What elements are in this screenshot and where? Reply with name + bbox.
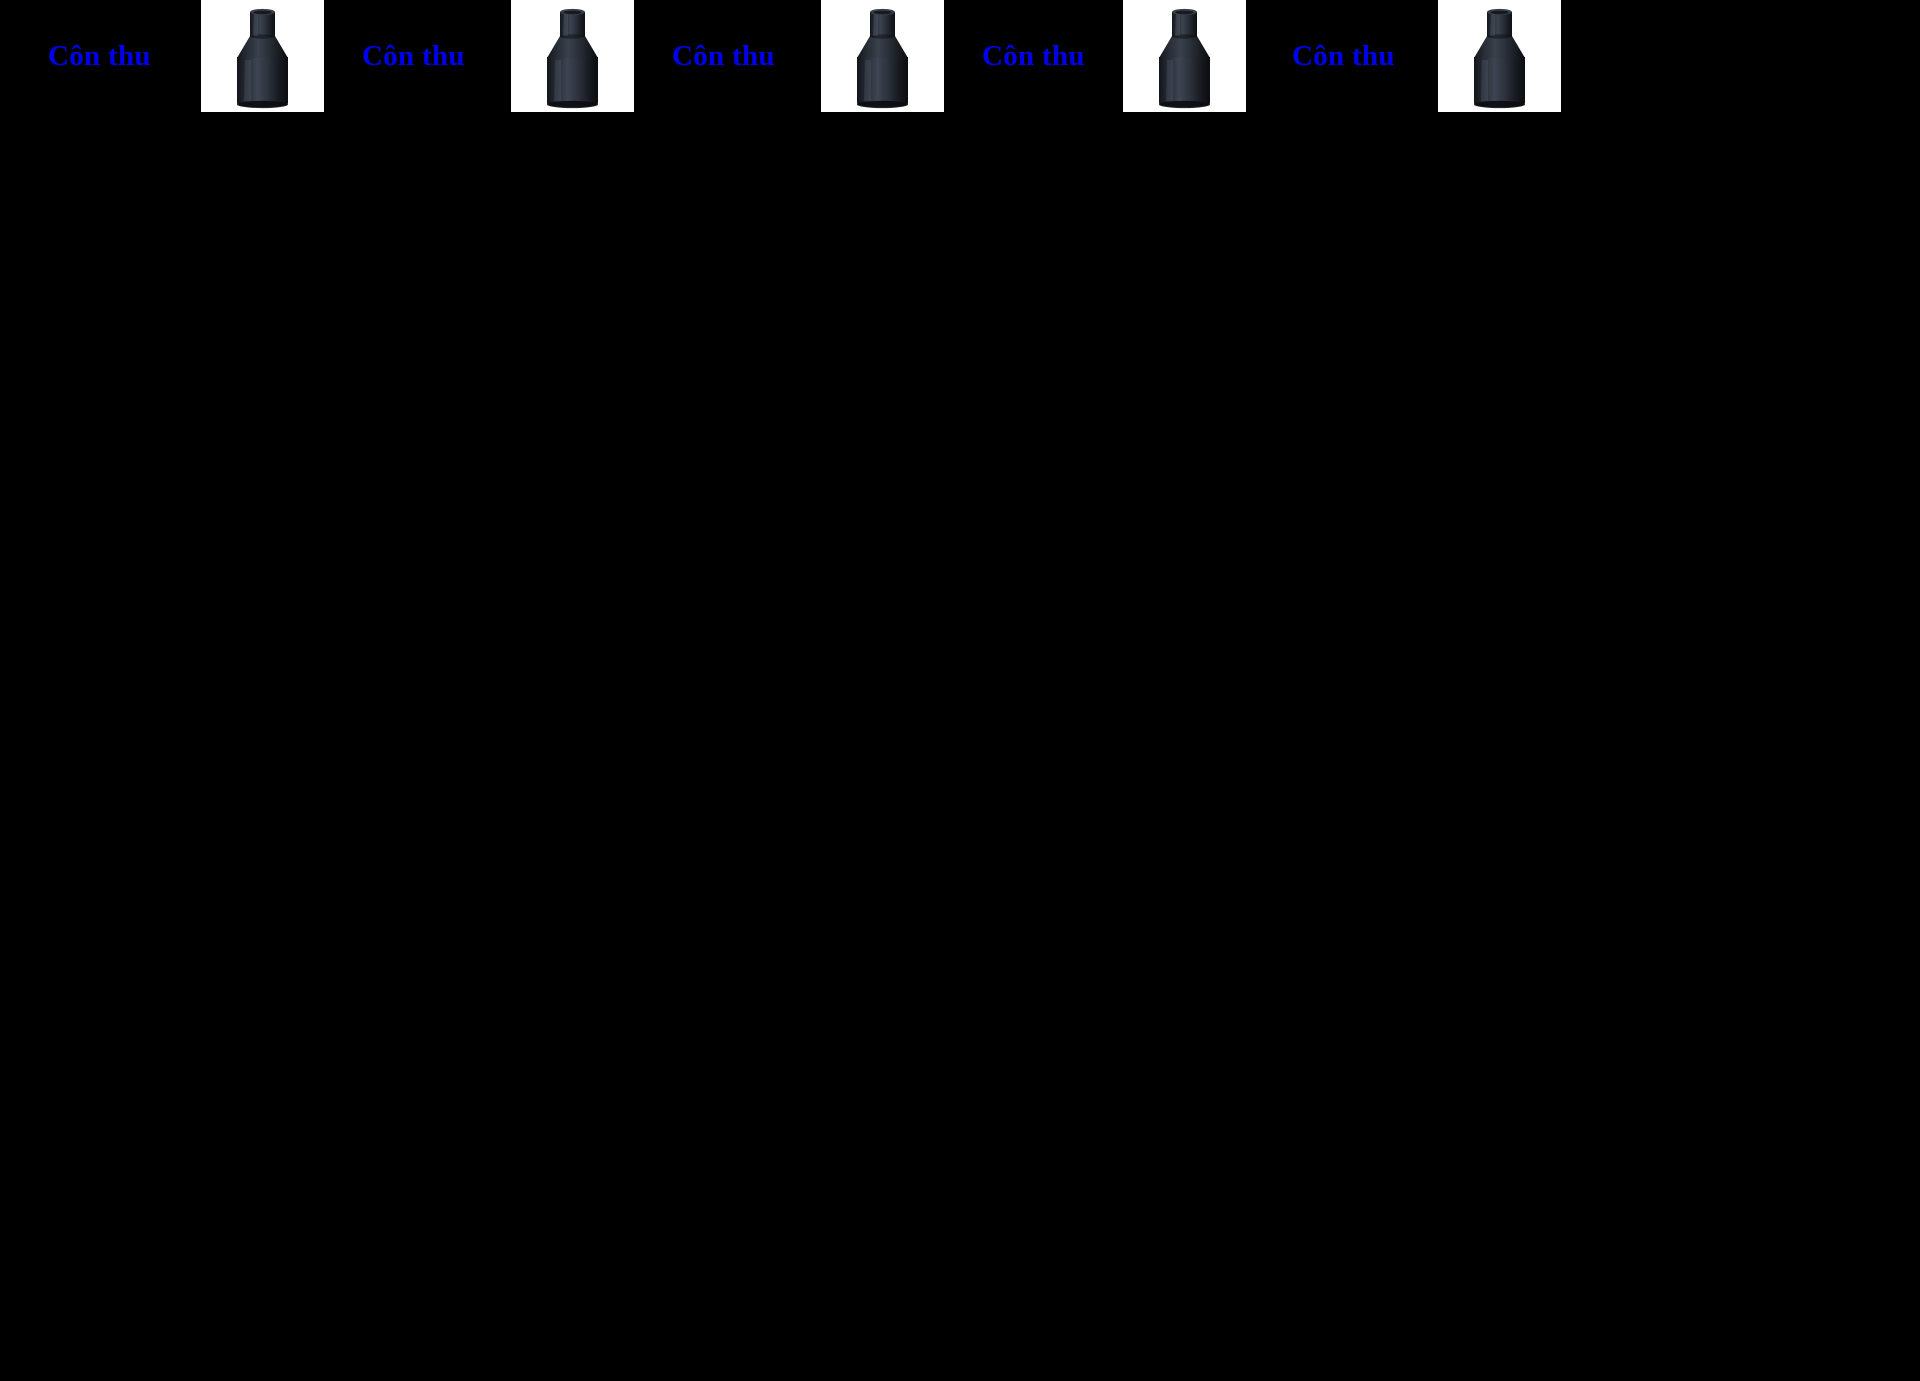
empty-content-area: [0, 112, 1920, 1381]
product-thumbnail-1[interactable]: [201, 0, 324, 112]
product-item-4: Côn thu: [0, 0, 1920, 112]
product-label-link-3[interactable]: Côn thu: [672, 39, 775, 72]
product-label-link-2[interactable]: Côn thu: [362, 39, 465, 72]
product-row: Côn thu: [0, 0, 1920, 112]
product-item-2: Côn thu: [0, 0, 1920, 112]
product-thumbnail-5[interactable]: [1438, 0, 1561, 112]
product-item-5: Côn thu: [0, 0, 1920, 112]
product-label-link-5[interactable]: Côn thu: [1292, 39, 1395, 72]
reducer-pipe-fitting-icon: [821, 0, 944, 112]
product-label-link-4[interactable]: Côn thu: [982, 39, 1085, 72]
reducer-pipe-fitting-icon: [1123, 0, 1246, 112]
product-item-3: Côn thu: [0, 0, 1920, 112]
product-label-link-1[interactable]: Côn thu: [48, 39, 151, 72]
reducer-pipe-fitting-icon: [511, 0, 634, 112]
product-item-1: Côn thu: [0, 0, 1920, 112]
product-thumbnail-3[interactable]: [821, 0, 944, 112]
product-thumbnail-2[interactable]: [511, 0, 634, 112]
reducer-pipe-fitting-icon: [201, 0, 324, 112]
product-thumbnail-4[interactable]: [1123, 0, 1246, 112]
reducer-pipe-fitting-icon: [1438, 0, 1561, 112]
